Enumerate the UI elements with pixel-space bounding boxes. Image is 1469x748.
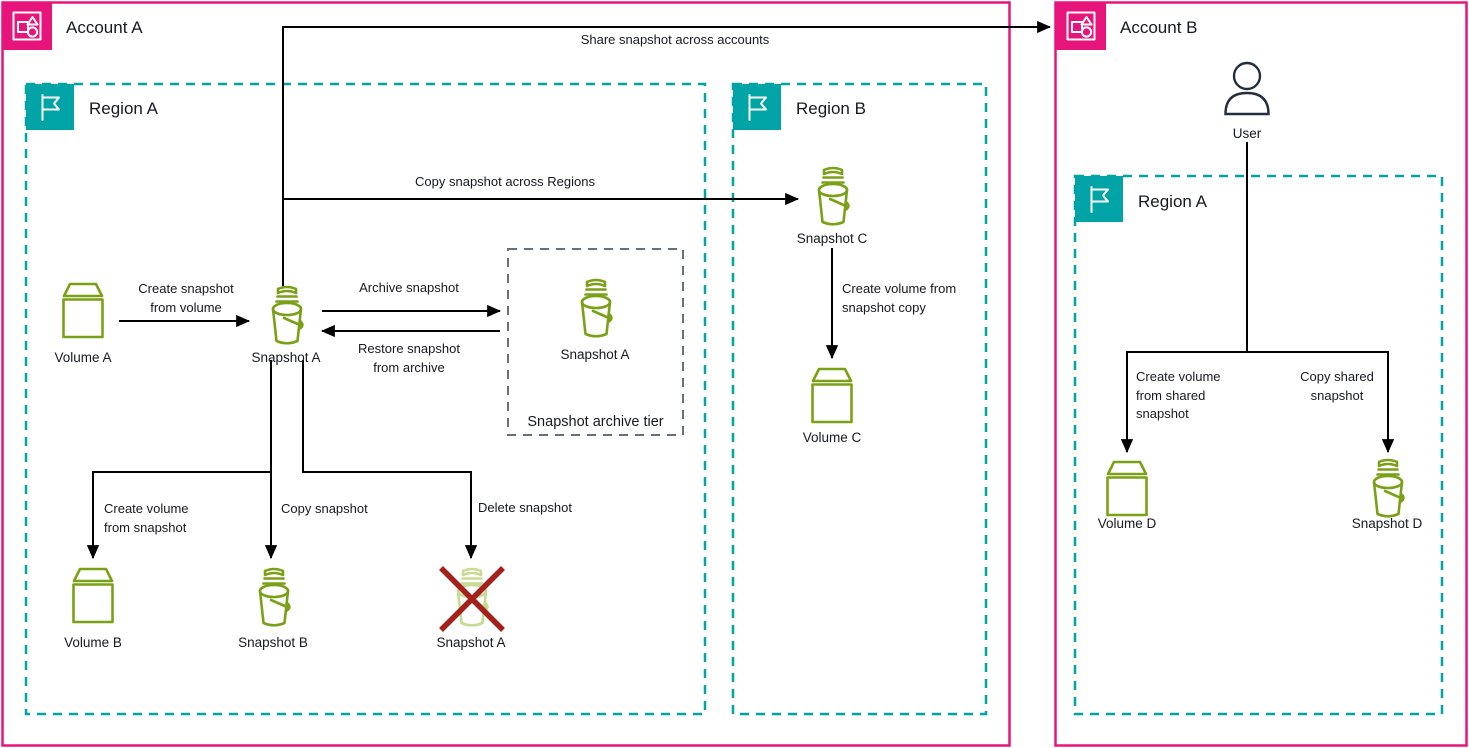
edge-label-create-snapshot-2: from volume [150, 300, 222, 315]
edge-create-volume-from-shared-snapshot [1120, 142, 1248, 454]
edge-label-copy-across-regions: Copy snapshot across Regions [415, 174, 595, 189]
region-b-label: Region B [796, 99, 866, 118]
volume-icon [1106, 460, 1148, 517]
region-b-icon-badge [733, 84, 781, 130]
edge-label-copy-shared-1: Copy shared [1300, 369, 1374, 384]
region-b-boundary [731, 82, 988, 716]
snapshot-icon [580, 278, 613, 338]
edge-delete-snapshot [302, 360, 478, 560]
edge-label-create-volume-1: Create volume [104, 501, 189, 516]
region-a-in-b-label: Region A [1138, 192, 1208, 211]
edge-label-create-snapshot-1: Create snapshot [138, 281, 234, 296]
edge-label-create-volume-shared-3: snapshot [1136, 406, 1189, 421]
snapshot-icon [271, 285, 304, 345]
snapshot-icon [1372, 458, 1405, 518]
node-snapshot-b[interactable]: Snapshot B [238, 567, 308, 650]
edge-label-archive-snapshot: Archive snapshot [359, 280, 459, 295]
edge-label-copy-snapshot: Copy snapshot [281, 501, 368, 516]
account-b-boundary [1054, 1, 1468, 747]
node-snapshot-a-deleted[interactable]: Snapshot A [436, 566, 506, 650]
volume-icon [811, 367, 853, 424]
node-label-snapshot-d: Snapshot D [1352, 516, 1423, 531]
region-a-boundary [24, 82, 707, 716]
node-volume-d[interactable]: Volume D [1098, 460, 1157, 531]
node-user[interactable]: User [1224, 61, 1270, 141]
node-label-snapshot-a: Snapshot A [251, 350, 320, 365]
node-label-user: User [1233, 126, 1262, 141]
node-label-volume-a: Volume A [54, 350, 111, 365]
volume-icon [62, 282, 104, 339]
account-b-label: Account B [1120, 18, 1198, 37]
volume-icon [72, 567, 114, 624]
node-label-snapshot-a-archived: Snapshot A [560, 347, 629, 362]
node-snapshot-d[interactable]: Snapshot D [1352, 458, 1423, 531]
node-label-volume-c: Volume C [803, 430, 862, 445]
edge-label-restore-snapshot-2: from archive [373, 360, 445, 375]
snapshot-archive-tier-label: Snapshot archive tier [527, 414, 663, 430]
node-label-snapshot-b: Snapshot B [238, 635, 308, 650]
snapshot-icon [258, 567, 291, 627]
edge-label-create-volume-copy-1: Create volume from [842, 281, 956, 296]
edge-label-delete-snapshot: Delete snapshot [478, 500, 572, 515]
edge-label-restore-snapshot-1: Restore snapshot [358, 341, 460, 356]
edge-copy-snapshot-across-regions [282, 192, 800, 287]
edge-label-create-volume-shared-1: Create volume [1136, 369, 1221, 384]
region-a-in-account-b-boundary [1073, 174, 1444, 716]
node-label-snapshot-c: Snapshot C [797, 231, 868, 246]
node-label-volume-d: Volume D [1098, 516, 1157, 531]
node-snapshot-a[interactable]: Snapshot A [251, 285, 321, 365]
region-a-icon-badge [26, 84, 74, 130]
edge-label-copy-shared-2: snapshot [1311, 388, 1364, 403]
account-a-label: Account A [66, 18, 143, 37]
edge-copy-shared-snapshot [1247, 351, 1395, 454]
node-volume-c[interactable]: Volume C [803, 367, 862, 445]
edge-label-create-volume-shared-2: from shared [1136, 388, 1205, 403]
edge-label-create-volume-2: from snapshot [104, 520, 187, 535]
node-volume-b[interactable]: Volume B [64, 567, 122, 650]
edge-label-share-snapshot: Share snapshot across accounts [581, 32, 770, 47]
account-a-boundary [1, 1, 1011, 747]
node-snapshot-a-archived[interactable]: Snapshot A [560, 278, 630, 362]
edge-label-create-volume-copy-2: snapshot copy [842, 300, 926, 315]
snapshot-archive-tier-boundary [507, 248, 684, 436]
delete-x-icon [439, 566, 505, 632]
node-label-volume-b: Volume B [64, 635, 122, 650]
region-a-in-b-icon-badge [1075, 176, 1123, 222]
node-snapshot-c[interactable]: Snapshot C [797, 166, 868, 246]
snapshot-icon [817, 166, 850, 226]
node-label-snapshot-a-deleted: Snapshot A [436, 635, 505, 650]
node-volume-a[interactable]: Volume A [54, 282, 112, 365]
region-a-label: Region A [89, 99, 159, 118]
user-icon [1224, 61, 1270, 116]
edge-share-snapshot-across-accounts [282, 20, 1052, 287]
